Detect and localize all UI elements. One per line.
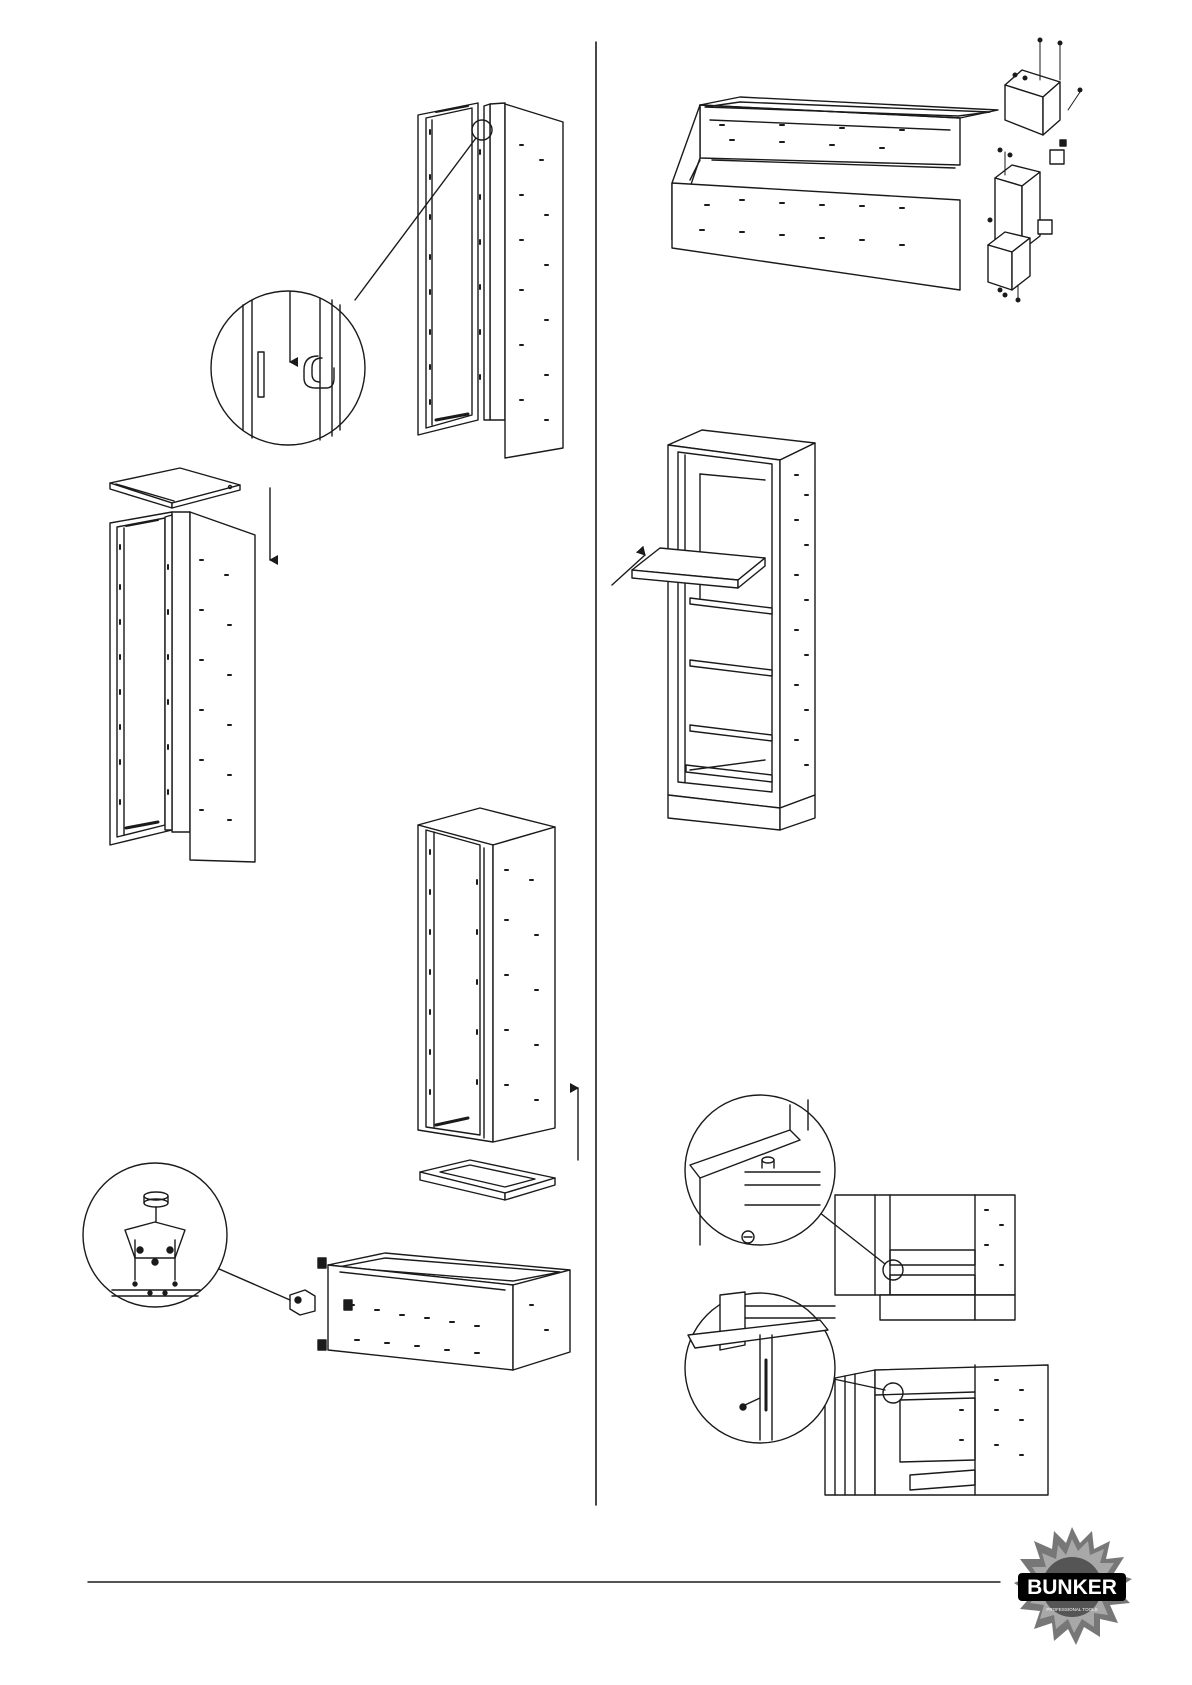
brand-name: BUNKER bbox=[1027, 1576, 1117, 1599]
detail-hook-magnifier bbox=[211, 291, 365, 445]
step-2-fit-top-panel bbox=[110, 468, 270, 862]
step-1-join-side-panels bbox=[211, 103, 563, 458]
detail-lower-hinge-magnifier bbox=[685, 1095, 835, 1245]
brand-logo-emblem: BUNKER PROFESSIONAL TOOLS bbox=[1010, 1525, 1135, 1650]
step-7-adjust-lower-hinge bbox=[685, 1095, 1015, 1320]
brand-tagline: PROFESSIONAL TOOLS bbox=[1046, 1607, 1097, 1612]
step-6-insert-shelves bbox=[612, 430, 815, 830]
step-3-fit-base-frame bbox=[418, 808, 578, 1200]
step-8-adjust-upper-hinge bbox=[685, 1292, 1048, 1495]
step-5-fit-plinth bbox=[672, 38, 1083, 303]
detail-foot-magnifier bbox=[83, 1163, 227, 1307]
detail-upper-hinge-magnifier bbox=[685, 1292, 835, 1443]
brand-logo: BUNKER PROFESSIONAL TOOLS bbox=[1010, 1525, 1135, 1650]
